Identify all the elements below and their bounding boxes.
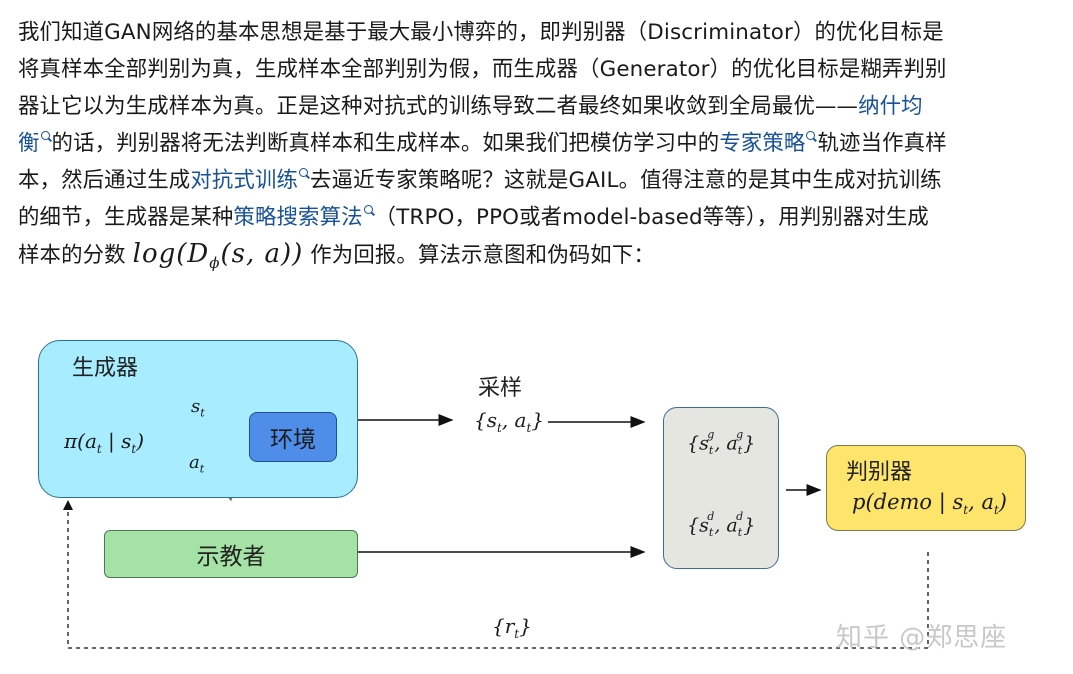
paragraph-text: 样本的分数: [18, 243, 133, 268]
demo-pairs-formula: {std, atd}: [687, 510, 756, 540]
paragraph-text: 我们知道GAN网络的基本思想是基于最大最小博弈的，即判别器（Discrimina…: [18, 20, 944, 45]
log-d-formula: log(Dϕ(s, a)): [132, 239, 304, 273]
discriminator-formula: p(demo | st, at): [852, 490, 1007, 518]
discriminator-title: 判别器: [846, 460, 913, 485]
reward-feedback-path: [67, 508, 929, 649]
discriminator-box: [826, 445, 1026, 531]
gail-diagram: 生成器 π(at | st) st at 环境 采样 {st, at} {stg…: [0, 330, 1073, 674]
policy-formula: π(at | st): [64, 429, 145, 456]
paragraph-text: 作为回报。算法示意图和伪码如下：: [303, 243, 655, 268]
paragraph-text: （TRPO，PPO或者model-based等等），用判别器对生成: [374, 205, 929, 230]
link-adversarial-training[interactable]: 对抗式训练: [190, 168, 299, 193]
sample-label: 采样: [478, 376, 523, 401]
state-label: st: [191, 396, 205, 420]
link-nash-equilibrium-cont[interactable]: 衡: [18, 131, 40, 156]
paragraph-text: 的细节，生成器是某种: [18, 205, 234, 230]
paragraph-text: 的话，判别器将无法判断真样本和生成样本。如果我们把模仿学习中的: [51, 131, 720, 156]
paragraph-text: 去逼近专家策略呢？这就是GAIL。值得注意的是其中生成对抗训练: [310, 168, 942, 193]
action-label: at: [189, 452, 205, 476]
reward-arrowhead: [63, 500, 73, 510]
paragraph-text: 将真样本全部判别为真，生成样本全部判别为假，而生成器（Generator）的优化…: [18, 57, 947, 82]
search-icon[interactable]: [806, 131, 816, 140]
paragraph-text: 器让它以为生成样本为真。正是这种对抗式的训练导致二者最终如果收敛到全局最优——: [18, 94, 859, 119]
paragraph-line-2: 将真样本全部判别为真，生成样本全部判别为假，而生成器（Generator）的优化…: [18, 51, 1063, 88]
paragraph-line-6: 的细节，生成器是某种策略搜索算法 （TRPO，PPO或者model-based等等…: [18, 199, 1063, 236]
link-nash-equilibrium[interactable]: 纳什均: [858, 94, 923, 119]
search-icon[interactable]: [363, 205, 373, 214]
paragraph-text: 轨迹当作真样: [817, 131, 947, 156]
paragraph-line-3: 器让它以为生成样本为真。正是这种对抗式的训练导致二者最终如果收敛到全局最优——纳…: [18, 88, 1063, 125]
paragraph-line-1: 我们知道GAN网络的基本思想是基于最大最小博弈的，即判别器（Discrimina…: [18, 14, 1063, 51]
search-icon[interactable]: [299, 168, 309, 177]
paragraph-line-5: 本，然后通过生成对抗式训练去逼近专家策略呢？这就是GAIL。值得注意的是其中生成…: [18, 162, 1063, 199]
generator-title: 生成器: [72, 356, 139, 381]
link-policy-search[interactable]: 策略搜索算法: [233, 205, 363, 230]
expert-box: 示教者: [104, 530, 358, 578]
environment-box: 环境: [249, 412, 337, 462]
trajectory-buffer-box: [663, 407, 779, 569]
link-expert-policy[interactable]: 专家策略: [719, 131, 806, 156]
zhihu-watermark: 知乎 @郑思座: [836, 623, 1008, 653]
reward-formula: {rt}: [492, 614, 532, 641]
sample-set-formula: {st, at}: [474, 408, 545, 435]
article-paragraph: 我们知道GAN网络的基本思想是基于最大最小博弈的，即判别器（Discrimina…: [18, 14, 1063, 273]
generated-pairs-formula: {stg, atg}: [687, 428, 756, 458]
paragraph-line-4: 衡的话，判别器将无法判断真样本和生成样本。如果我们把模仿学习中的专家策略轨迹当作…: [18, 125, 1063, 162]
paragraph-text: 本，然后通过生成: [18, 168, 191, 193]
search-icon[interactable]: [40, 131, 50, 140]
paragraph-line-7: 样本的分数 log(Dϕ(s, a)) 作为回报。算法示意图和伪码如下：: [18, 236, 1063, 273]
